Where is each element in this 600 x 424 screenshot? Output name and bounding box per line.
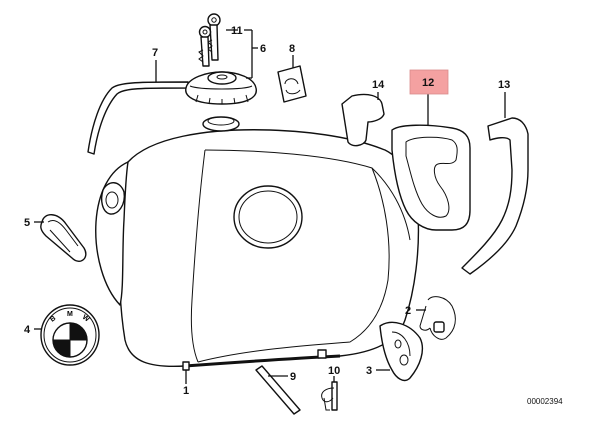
emblem-letter-b: B xyxy=(49,315,57,324)
filler-cap xyxy=(185,71,257,105)
callout-11: 11 xyxy=(231,25,243,37)
diagram-reference-number: 00002394 xyxy=(527,397,563,406)
callout-9: 9 xyxy=(290,371,296,383)
callout-4: 4 xyxy=(24,324,31,336)
mounting-pin xyxy=(255,365,301,415)
leader-lines xyxy=(34,29,506,384)
callout-3: 3 xyxy=(366,365,372,377)
callout-13: 13 xyxy=(498,79,510,91)
callout-14: 14 xyxy=(372,79,385,91)
bmw-emblem: B M W xyxy=(40,304,100,366)
knee-pad-left xyxy=(341,93,385,147)
callout-12-highlight xyxy=(409,69,449,95)
ignition-keys xyxy=(198,13,221,67)
knee-pad-middle xyxy=(391,124,471,231)
callout-5: 5 xyxy=(24,217,30,229)
rubber-grommet xyxy=(40,214,87,262)
callout-1: 1 xyxy=(183,385,189,397)
callout-2: 2 xyxy=(405,305,411,317)
emblem-letter-m: M xyxy=(67,311,73,318)
callout-7: 7 xyxy=(152,47,158,59)
hose-clip xyxy=(321,381,338,411)
callout-8: 8 xyxy=(289,43,295,55)
callout-12: 12 xyxy=(422,77,434,89)
emblem-letter-w: W xyxy=(81,314,91,324)
callout-labels: 1 2 3 4 5 6 7 8 9 10 11 12 13 14 xyxy=(24,25,510,397)
knee-pad-right xyxy=(461,117,529,275)
callout-6: 6 xyxy=(260,43,266,55)
wire-clip xyxy=(419,296,456,340)
callout-10: 10 xyxy=(328,365,340,377)
warning-label xyxy=(277,65,307,103)
mounting-bracket xyxy=(379,321,424,382)
fuel-tank xyxy=(95,116,420,371)
